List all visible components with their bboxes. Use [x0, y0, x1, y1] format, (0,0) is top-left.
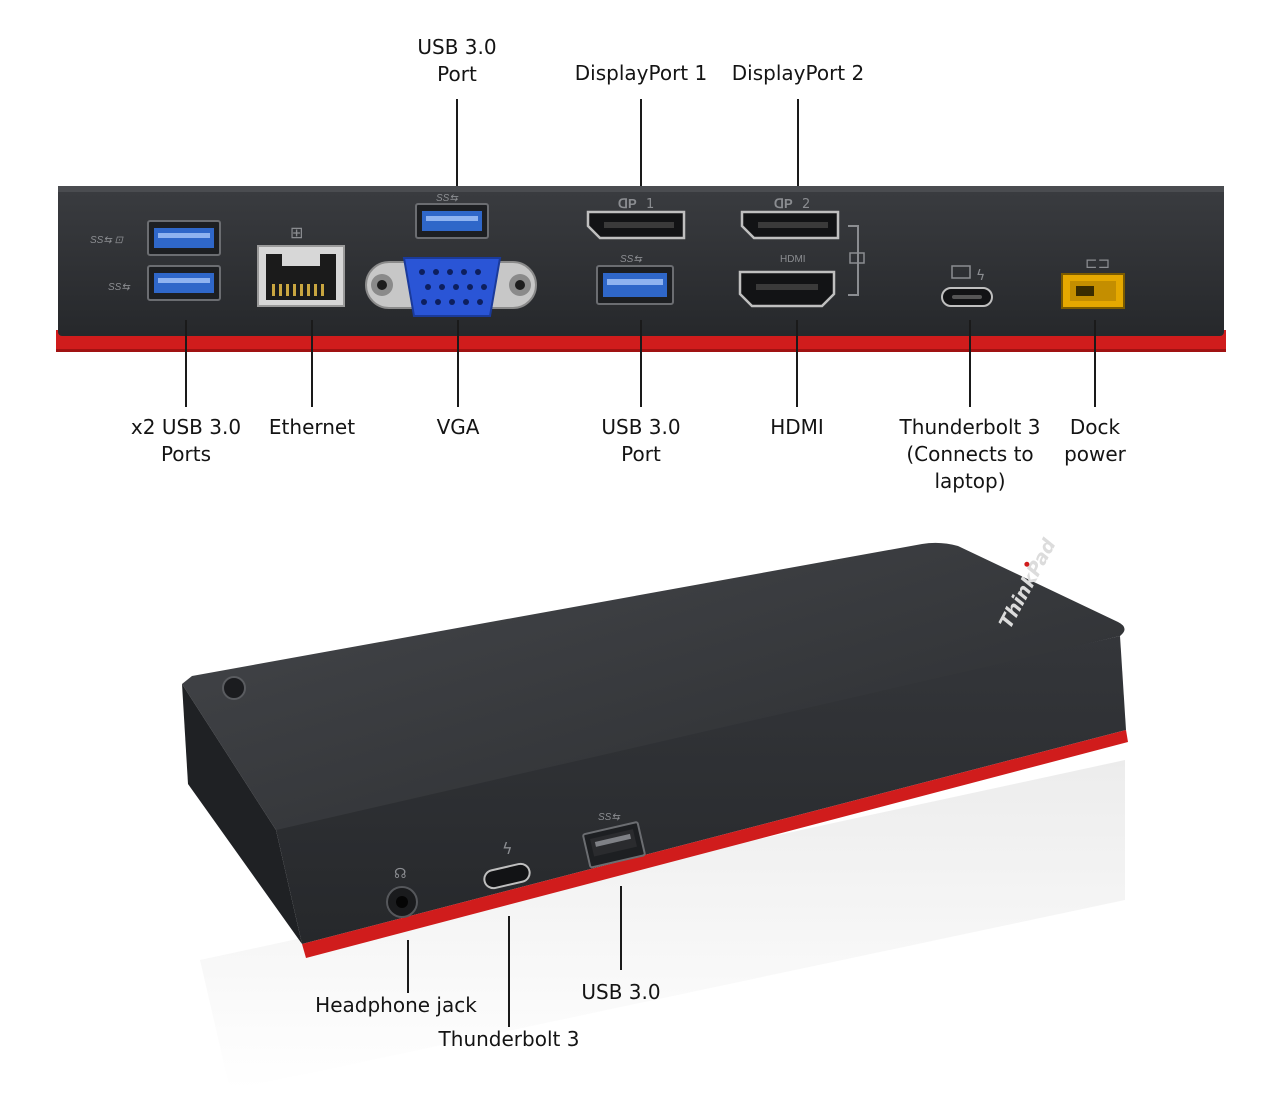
hdmi-port: HDMI [738, 225, 865, 308]
svg-text:SS⇆: SS⇆ [436, 193, 459, 204]
label-usb-top: USB 3.0 Port [417, 35, 497, 86]
label-displayport-1: DisplayPort 1 [574, 61, 708, 85]
label-hdmi: HDMI [770, 415, 824, 439]
usb-ports-pair: SS⇆ ⊡ SS⇆ [90, 220, 221, 301]
ethernet-port: ⊞ [257, 223, 345, 307]
dock-front-face [276, 636, 1126, 944]
label-usb-bottom: USB 3.0 Port [601, 415, 681, 466]
dock-side-face [182, 684, 302, 944]
displayport-1: ᗡP 1 [586, 196, 686, 240]
dp1-marking: 1 [646, 197, 654, 212]
rear-view: SS⇆ ⊡ SS⇆ ⊞ [56, 99, 1226, 407]
front-red-strip [302, 730, 1128, 958]
power-button[interactable] [222, 676, 246, 700]
svg-text:SS⇆: SS⇆ [108, 282, 131, 293]
svg-text:SS⇆: SS⇆ [598, 812, 621, 823]
label-displayport-2: DisplayPort 2 [731, 61, 865, 85]
dock-rear-body [58, 186, 1224, 336]
dock-power-port: ⊏⊐ [1061, 254, 1125, 309]
svg-text:ᗡP: ᗡP [774, 196, 793, 211]
label-thunderbolt-rear: Thunderbolt 3 (Connects to laptop) [899, 415, 1041, 493]
headphone-jack: ☊ [386, 866, 418, 918]
usb-port-front: SS⇆ [582, 812, 646, 869]
front-leader-lines [407, 886, 622, 1027]
svg-text:⊞: ⊞ [290, 223, 303, 242]
rear-leader-lines [185, 99, 1096, 407]
label-vga: VGA [436, 415, 480, 439]
svg-text:SS⇆ ⊡: SS⇆ ⊡ [90, 235, 124, 246]
svg-text:SS⇆: SS⇆ [620, 254, 643, 265]
label-headphone-jack: Headphone jack [315, 993, 477, 1017]
vga-port [365, 257, 537, 317]
svg-text:ϟ: ϟ [976, 268, 985, 284]
label-usb-front: USB 3.0 [581, 980, 661, 1004]
displayport-2: ᗡP 2 [740, 196, 840, 240]
dock-top-face [182, 542, 1125, 834]
svg-text:ᗡP: ᗡP [618, 196, 637, 211]
label-dock-power: Dock power [1064, 415, 1126, 466]
dp2-marking: 2 [802, 197, 810, 212]
hdmi-marking: HDMI [780, 254, 806, 265]
svg-text:ϟ: ϟ [502, 839, 513, 858]
label-thunderbolt-front: Thunderbolt 3 [438, 1027, 580, 1051]
front-view: ThinkPad ☊ ϟ SS⇆ [182, 535, 1128, 1090]
thunderbolt-port-front: ϟ [483, 839, 531, 890]
usb-port-bottom: SS⇆ [596, 254, 674, 305]
label-x2-usb: x2 USB 3.0 Ports [130, 415, 242, 466]
svg-text:☊: ☊ [394, 866, 406, 882]
label-ethernet: Ethernet [268, 415, 356, 439]
reflection [200, 760, 1125, 1090]
svg-text:⊏⊐: ⊏⊐ [1085, 254, 1110, 272]
usb-port-top: SS⇆ [415, 193, 489, 239]
thunderbolt-port-rear: ϟ [941, 265, 993, 307]
